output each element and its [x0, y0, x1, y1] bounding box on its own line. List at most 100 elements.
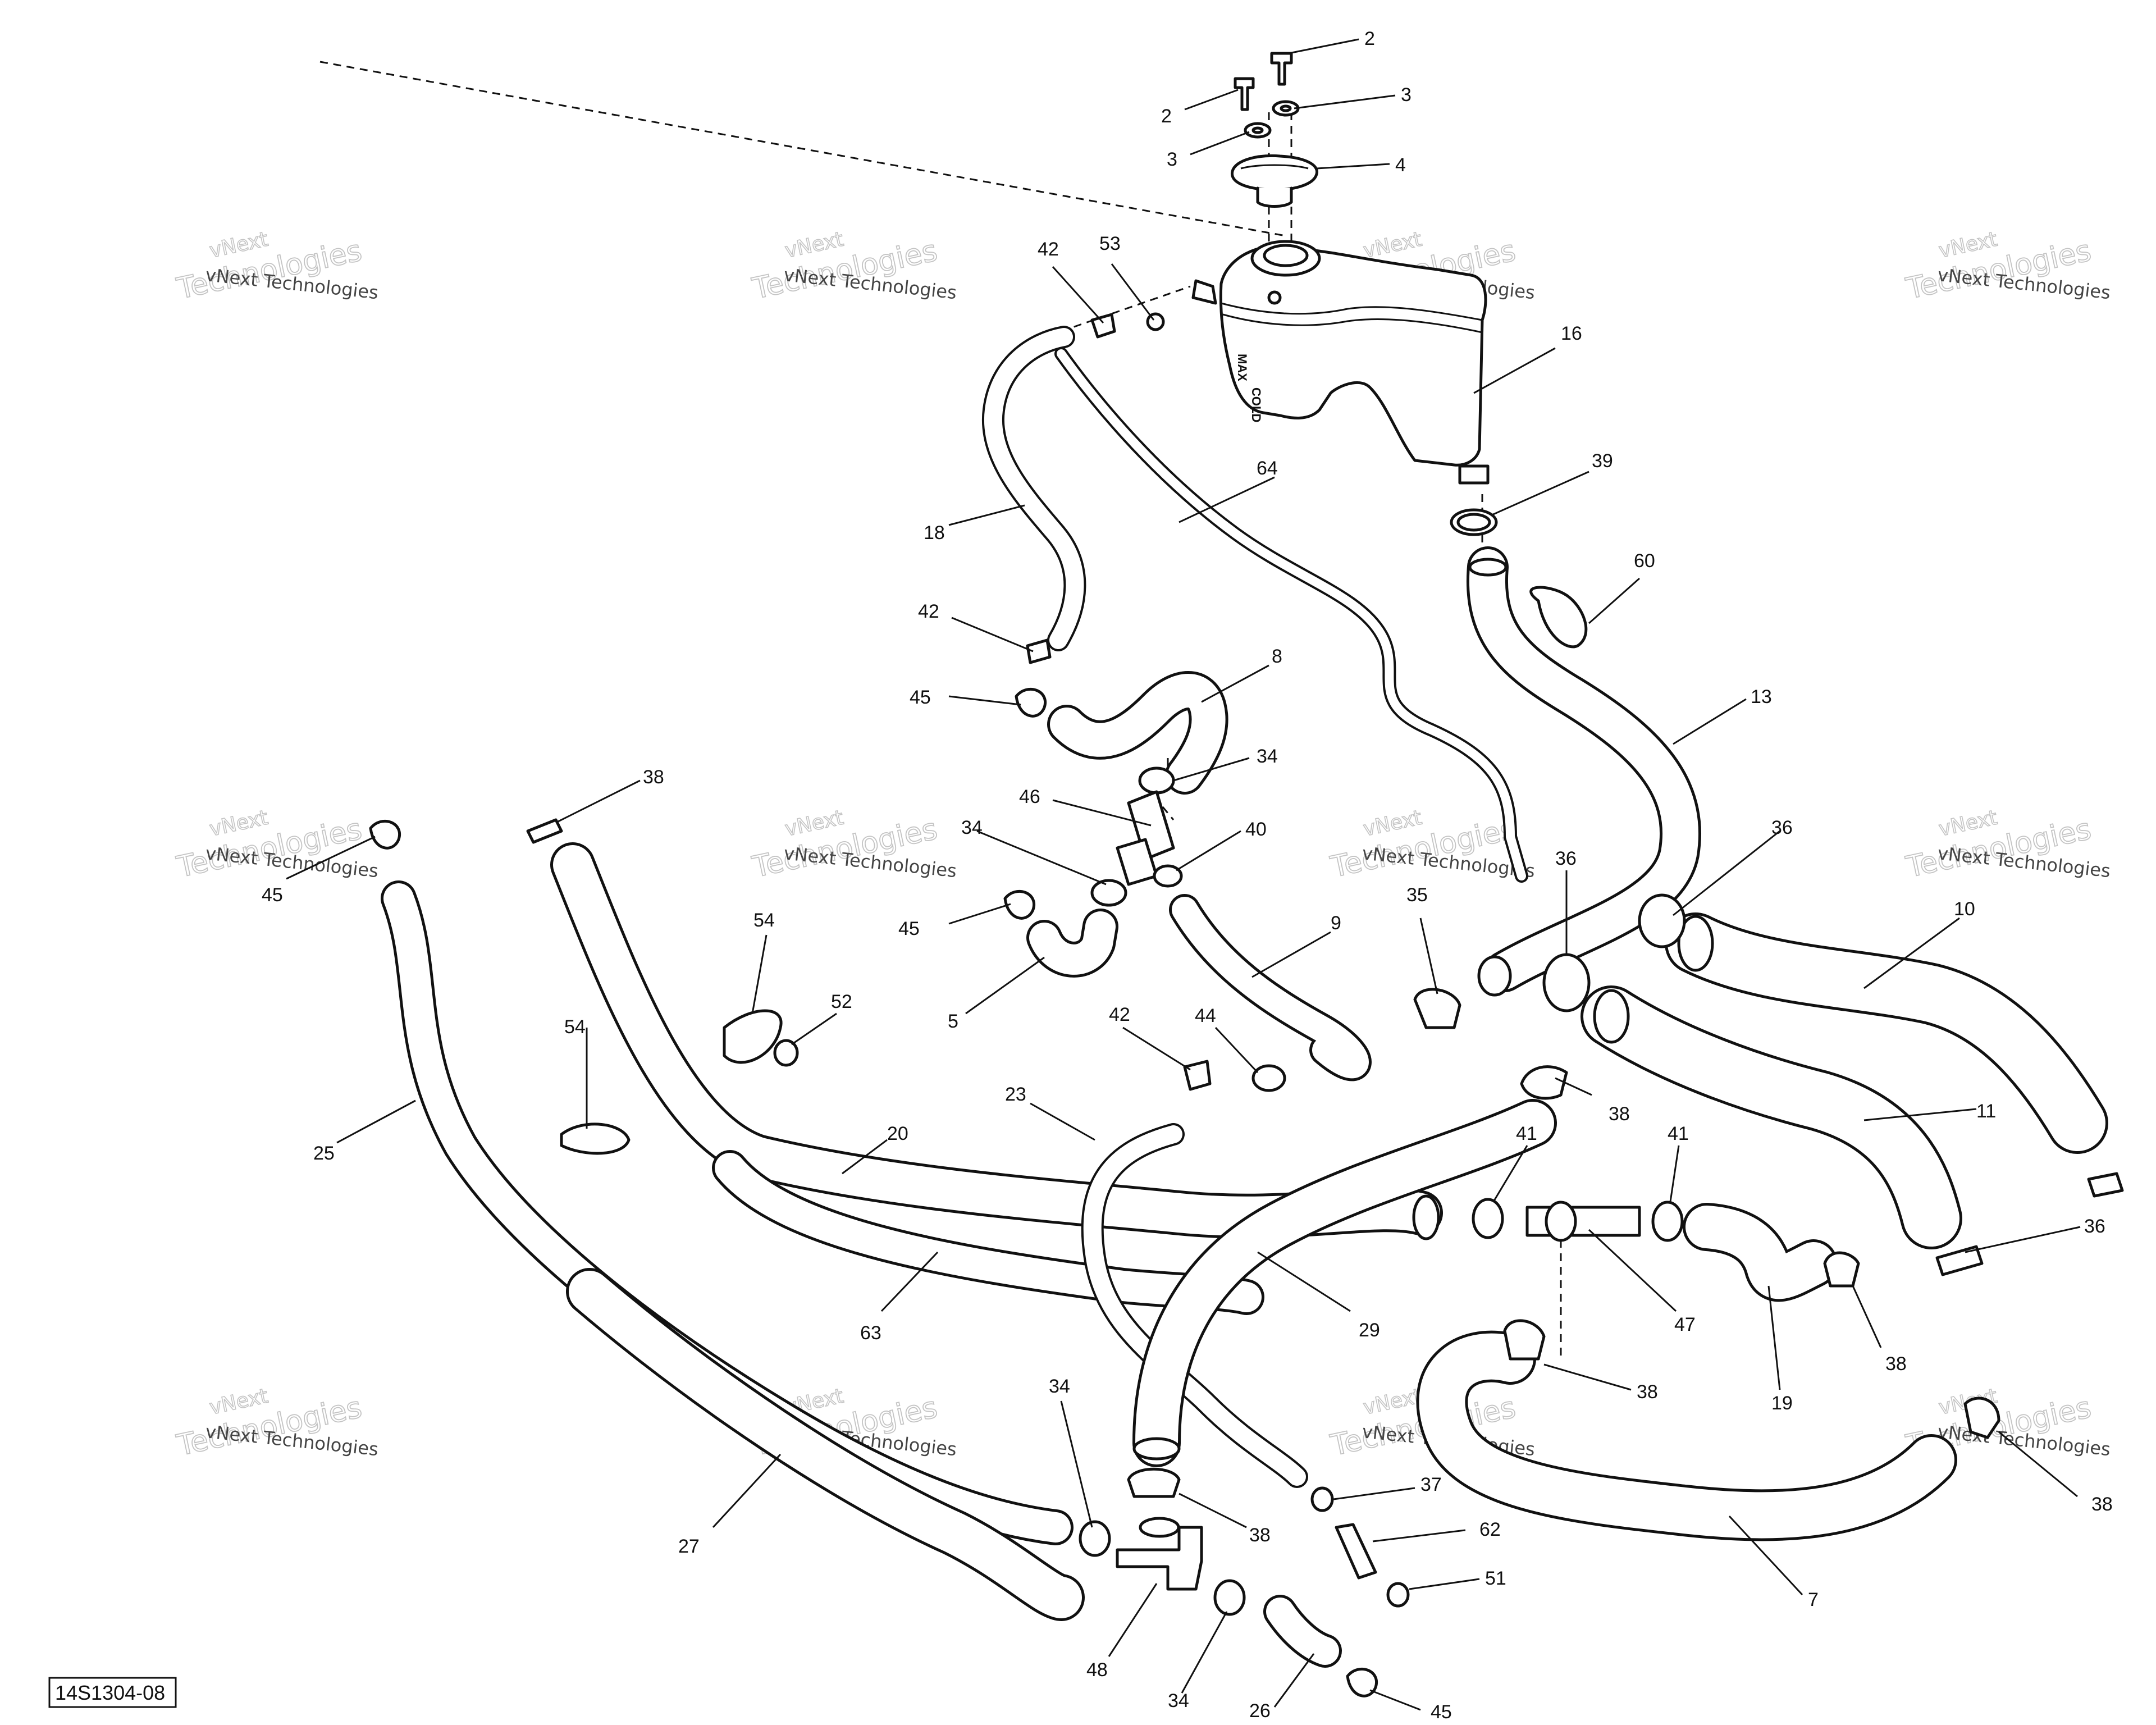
hose-7-inner — [1419, 1333, 1954, 1539]
callout-number: 36 — [2084, 1216, 2105, 1237]
clamp-41 — [1472, 1198, 1504, 1239]
clamp-36 — [1935, 1245, 1984, 1276]
leader-line — [1767, 1285, 1781, 1390]
hose-9-inner — [1172, 897, 1369, 1079]
leader-line — [842, 1139, 888, 1175]
callout-number: 48 — [1086, 1659, 1108, 1681]
leader-line — [1965, 1226, 2081, 1253]
leader-line — [1201, 664, 1269, 703]
assembly-line — [1061, 285, 1191, 332]
plug-51 — [1386, 1582, 1410, 1608]
leader-line — [1294, 94, 1396, 109]
hose-5-inner — [1029, 911, 1116, 975]
coolant-tank-16: MAX COLD — [1191, 240, 1490, 485]
leader-line — [1316, 163, 1390, 170]
leader-line — [965, 956, 1045, 1015]
assembly-line — [319, 61, 1286, 237]
leader-line — [1863, 1108, 1977, 1121]
hose-19-inner — [1685, 1206, 1835, 1299]
callout-number: 4 — [1395, 154, 1406, 176]
clamp-34 — [1090, 879, 1127, 907]
callout-number: 2 — [1364, 28, 1375, 49]
hose-29-inner — [1135, 1102, 1554, 1464]
callout-number: 41 — [1516, 1123, 1537, 1144]
leader-line — [1333, 1487, 1415, 1500]
plug-52 — [773, 1039, 799, 1067]
callout-number: 2 — [1161, 106, 1172, 127]
callout-number: 26 — [1249, 1700, 1271, 1722]
tank-outlet-nipple — [1458, 464, 1490, 485]
clamp-35 — [1413, 988, 1461, 1029]
callout-number: 53 — [1099, 233, 1121, 254]
leader-line — [948, 903, 1011, 925]
callout-number: 38 — [1637, 1381, 1658, 1403]
clamp-34 — [1079, 1520, 1111, 1557]
callout-number: 38 — [1249, 1525, 1271, 1546]
callout-number: 7 — [1808, 1589, 1819, 1610]
callout-number: 52 — [831, 991, 852, 1012]
callout-number: 11 — [1976, 1101, 1996, 1122]
leader-line — [1490, 471, 1589, 517]
leader-line — [1273, 1653, 1315, 1708]
hose-20 — [550, 842, 1443, 1239]
callout-number: 5 — [948, 1011, 958, 1032]
tank-seam — [1221, 302, 1483, 321]
callout-number: 34 — [1049, 1376, 1070, 1397]
clamp-45 — [1346, 1667, 1378, 1697]
clamp-38 — [1127, 1467, 1181, 1498]
clamp-34 — [1138, 766, 1175, 795]
ring-39-inner — [1456, 513, 1491, 532]
clamp-36 — [1638, 893, 1686, 948]
callout-number: 64 — [1257, 458, 1278, 479]
callout-number: 40 — [1245, 819, 1267, 840]
clamp-36 — [1542, 953, 1591, 1012]
clamp-42 — [1026, 638, 1052, 664]
tee-48-top — [1139, 1517, 1180, 1538]
cap-rib — [1240, 164, 1309, 170]
callout-number: 51 — [1485, 1568, 1506, 1589]
leader-line — [1214, 1026, 1259, 1074]
tank-seam — [1222, 313, 1483, 334]
callout-number: 46 — [1019, 786, 1040, 807]
callout-number: 3 — [1401, 84, 1412, 106]
leader-line — [1030, 1102, 1095, 1141]
leader-line — [1108, 1583, 1158, 1657]
hose-10-end — [1677, 915, 1714, 972]
callout-number: 9 — [1331, 912, 1341, 934]
leader-line — [1372, 1529, 1466, 1543]
leader-line — [948, 504, 1025, 526]
leader-line — [1673, 698, 1747, 745]
clamp-40 — [1153, 864, 1183, 888]
leader-line — [1173, 757, 1250, 782]
leader-line — [1492, 1145, 1528, 1202]
reference-code: 14S1304-08 — [55, 1681, 165, 1704]
leader-line — [1111, 263, 1155, 321]
leader-line — [1555, 1077, 1592, 1096]
leader-line — [951, 617, 1034, 652]
leader-line — [1409, 1578, 1480, 1590]
callout-number: 44 — [1195, 1005, 1216, 1026]
callout-number: 27 — [678, 1536, 700, 1557]
callout-number: 34 — [961, 817, 983, 838]
pressure-cap-4 — [1231, 154, 1318, 191]
hose-11-inner — [1583, 988, 1959, 1247]
leader-line — [791, 1012, 837, 1046]
leader-line — [1669, 1145, 1680, 1202]
leader-line — [336, 1099, 416, 1144]
callout-number: 54 — [753, 910, 775, 931]
leader-line — [1257, 1251, 1351, 1312]
clamp-42 — [1090, 313, 1116, 339]
leader-line — [751, 934, 768, 1014]
hose-26-inner — [1266, 1598, 1339, 1665]
callout-number: 62 — [1479, 1519, 1501, 1540]
tee-48 — [1116, 1526, 1203, 1591]
callout-number: 34 — [1257, 746, 1278, 767]
hose-13-end — [1477, 955, 1512, 997]
leader-line — [1998, 1431, 2078, 1498]
fitting-37 — [1310, 1486, 1334, 1512]
leader-line — [1863, 917, 1960, 989]
callout-number: 34 — [1168, 1690, 1189, 1712]
washer-3-hole — [1280, 104, 1292, 112]
clamp-45 — [369, 819, 401, 850]
callout-number: 18 — [924, 522, 945, 544]
